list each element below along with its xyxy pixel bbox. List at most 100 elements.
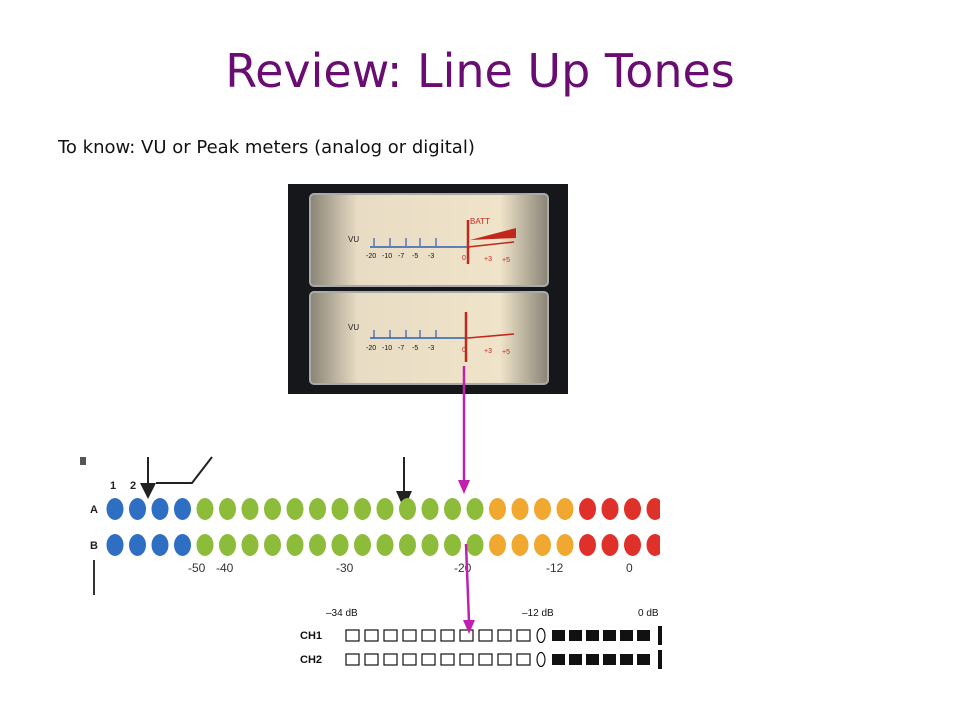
vu-scale-label: 0 [462, 347, 466, 354]
scale-label-minus-40: -40 [216, 561, 234, 575]
led-b-17 [466, 534, 484, 556]
vu-scale-label: +3 [484, 256, 492, 263]
led-a-22 [579, 498, 596, 520]
led-b-13 [376, 534, 394, 556]
led-a-25 [646, 498, 660, 520]
slide-subtitle: To know: VU or Peak meters (analog or di… [58, 137, 475, 158]
digital-ch1-cell-off [364, 629, 379, 642]
led-a-4 [174, 498, 191, 520]
vu-scale-label: +3 [484, 348, 492, 355]
vu-scale-label: +5 [502, 257, 510, 264]
digital-ch2-cell-off [345, 653, 360, 666]
led-b-14 [399, 534, 416, 556]
vu-scale-label: -10 [382, 253, 392, 260]
led-b-6 [219, 534, 236, 556]
channel-a-label: A [90, 504, 98, 516]
digital-ch2-cell-off [440, 653, 455, 666]
digital-ch2-cell-off [478, 653, 493, 666]
led-b-2 [129, 534, 146, 556]
vu-scale-label: -20 [366, 345, 376, 352]
led-b-22 [579, 534, 596, 556]
batt-label: BATT [470, 217, 490, 226]
led-b-11 [331, 534, 349, 556]
led-a-9 [286, 498, 304, 520]
digital-ch1-cell-on [569, 630, 582, 641]
digital-ch2-cell-off [383, 653, 398, 666]
channel-b-label: B [90, 540, 98, 552]
vu-scale-label: 0 [462, 255, 466, 262]
digital-ch1-cell-off [421, 629, 436, 642]
digital-ch2-cell-on [603, 654, 616, 665]
digital-ch2-cell-on [586, 654, 599, 665]
digital-ch2-cell-on [569, 654, 582, 665]
digital-ch2-cell-off [364, 653, 379, 666]
led-a-11 [331, 498, 349, 520]
scale-label-minus-12: -12 [546, 561, 564, 575]
digital-ch1-cell-off [497, 629, 512, 642]
digital-ch2-cell-off [402, 653, 417, 666]
marker-1: 1 [110, 480, 116, 492]
digital-ch2-cell-off [497, 653, 512, 666]
scale-label-minus-50: -50 [188, 561, 206, 575]
digital-ch1-cell-off [440, 629, 455, 642]
led-a-3 [151, 498, 169, 520]
digital-ch1-label: CH1 [300, 630, 322, 642]
digital-ch2-cell-off [516, 653, 531, 666]
digital-ch2-end-bar [658, 650, 662, 669]
vu-scale-label: -20 [366, 253, 376, 260]
led-a-5 [196, 498, 214, 520]
digital-ch1-cell-on [552, 630, 565, 641]
vu-scale-label: -3 [428, 253, 434, 260]
vu-scale-label: -5 [412, 345, 418, 352]
led-b-9 [286, 534, 304, 556]
led-a-18 [489, 498, 506, 520]
digital-ch1-cell-off [383, 629, 398, 642]
led-a-23 [601, 498, 619, 520]
led-b-1 [106, 534, 124, 556]
scale-label-minus-30: -30 [336, 561, 354, 575]
scale-label-minus-20: -20 [454, 561, 472, 575]
led-b-12 [354, 534, 371, 556]
digital-label-0: 0 dB [638, 608, 659, 619]
led-a-10 [309, 498, 326, 520]
digital-ch2-cell-off [421, 653, 436, 666]
led-b-15 [421, 534, 439, 556]
digital-ch1-cell-off [459, 629, 474, 642]
led-a-12 [354, 498, 371, 520]
led-a-14 [399, 498, 416, 520]
led-b-7 [241, 534, 259, 556]
led-b-23 [601, 534, 619, 556]
digital-peak-meter: –34 dB –12 dB 0 dB CH1 CH2 [300, 608, 662, 669]
slide-title: Review: Line Up Tones [225, 44, 735, 98]
led-b-5 [196, 534, 214, 556]
led-a-21 [556, 498, 574, 520]
digital-ch1-cell-off [345, 629, 360, 642]
digital-ch1-end-bar [658, 626, 662, 645]
led-a-15 [421, 498, 439, 520]
vu-scale-label: -7 [398, 345, 404, 352]
vu-scale-label: -5 [412, 253, 418, 260]
scale-label-0: 0 [626, 561, 633, 575]
vu-scale-label: -7 [398, 253, 404, 260]
vu-label: VU [348, 323, 359, 332]
digital-ch1-cell-on [637, 630, 650, 641]
led-a-7 [241, 498, 259, 520]
led-a-1 [106, 498, 124, 520]
marker-2: 2 [130, 480, 136, 492]
led-b-16 [444, 534, 461, 556]
led-b-18 [489, 534, 506, 556]
digital-ch2-cell-on [637, 654, 650, 665]
led-b-19 [511, 534, 529, 556]
led-meter-indicators: 1 2 [80, 456, 412, 595]
led-a-24 [624, 498, 641, 520]
led-b-21 [556, 534, 574, 556]
vu-scale-label: -10 [382, 345, 392, 352]
digital-ch2-cell-off [459, 653, 474, 666]
digital-ch1-cell-off [402, 629, 417, 642]
digital-ch1-cell-on [586, 630, 599, 641]
led-b-24 [624, 534, 641, 556]
led-a-6 [219, 498, 236, 520]
